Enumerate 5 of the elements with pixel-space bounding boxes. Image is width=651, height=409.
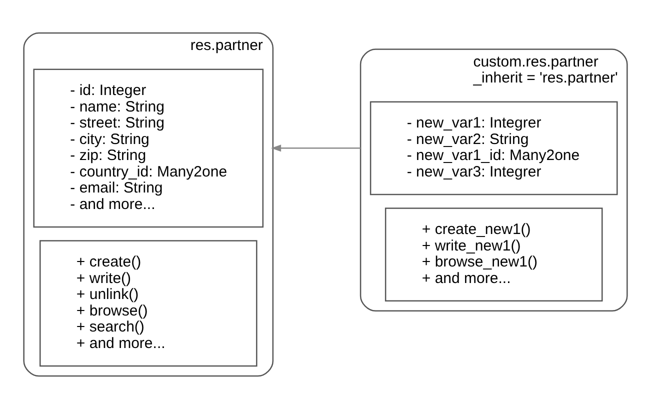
- node-box: - new_var1: Integrer - new_var2: String - new_var1_id: Many2one - new_var3: Integrer: [370, 101, 618, 196]
- node-box: + create() + write() + unlink() + browse() + search() + and more...: [40, 240, 258, 367]
- node-box: + create_new1() + write_new1() + browse_new1() + and more...: [384, 208, 603, 302]
- node-box: - id: Integer - name: String - street: String - city: String - zip: String - country_id: Many2one - email: String - and more...: [33, 68, 264, 228]
- arrow: [271, 144, 361, 152]
